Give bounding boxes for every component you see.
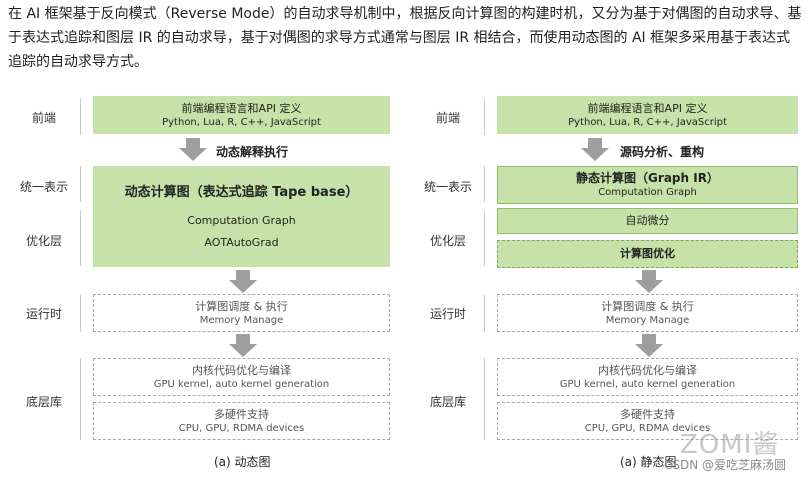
layer-label-unified: 统一表示 [423, 180, 472, 194]
right-frontend-sub: Python, Lua, R, C++, JavaScript [568, 116, 727, 128]
right-graph-opt-box: 计算图优化 [497, 240, 798, 268]
left-frontend-sub: Python, Lua, R, C++, JavaScript [162, 116, 321, 128]
right-graph-box: 静态计算图（Graph IR） Computation Graph [497, 166, 798, 204]
layer-label-optimize: 优化层 [25, 234, 62, 248]
right-kernel-box: 内核代码优化与编译 GPU kernel, auto kernel genera… [497, 358, 798, 396]
right-runtime-sub: Memory Manage [605, 314, 690, 326]
layer-label-unified: 统一表示 [19, 180, 68, 194]
left-kernel-sub: GPU kernel, auto kernel generation [153, 378, 330, 390]
left-graph-title: 动态计算图（表达式追踪 Tape base） [124, 184, 359, 200]
right-graph-opt-label: 计算图优化 [620, 247, 675, 260]
left-kernel-title: 内核代码优化与编译 [192, 363, 291, 377]
right-hw-sub: CPU, GPU, RDMA devices [584, 422, 711, 434]
right-hw-title: 多硬件支持 [620, 407, 675, 421]
right-autodiff-box: 自动微分 [497, 208, 798, 234]
left-kernel-box: 内核代码优化与编译 GPU kernel, auto kernel genera… [93, 358, 390, 396]
intro-paragraph: 在 AI 框架基于反向模式（Reverse Mode）的自动求导机制中，根据反向… [8, 6, 802, 70]
left-hw-sub: CPU, GPU, RDMA devices [178, 422, 305, 434]
left-graph-box: 动态计算图（表达式追踪 Tape base） Computation Graph… [93, 166, 390, 267]
layer-label-runtime: 运行时 [429, 307, 466, 321]
left-graph-line2: AOTAutoGrad [204, 235, 279, 249]
watermark-logo: ZOMI酱 [680, 430, 780, 460]
right-frontend-box: 前端编程语言和API 定义 Python, Lua, R, C++, JavaS… [497, 96, 798, 134]
right-hw-box: 多硬件支持 CPU, GPU, RDMA devices [497, 402, 798, 440]
left-hw-title: 多硬件支持 [214, 407, 269, 421]
right-frontend-title: 前端编程语言和API 定义 [587, 101, 708, 115]
down-arrow-icon [581, 138, 609, 161]
right-runtime-box: 计算图调度 & 执行 Memory Manage [497, 294, 798, 332]
down-arrow-icon [229, 270, 257, 293]
left-caption: (a) 动态图 [214, 455, 271, 469]
right-kernel-title: 内核代码优化与编译 [598, 363, 697, 377]
left-arrow-label: 动态解释执行 [216, 145, 289, 159]
layer-label-runtime: 运行时 [25, 307, 62, 321]
down-arrow-icon [229, 334, 257, 357]
down-arrow-icon [635, 270, 663, 293]
down-arrow-icon [179, 138, 207, 161]
left-graph-line1: Computation Graph [187, 213, 296, 227]
watermark-credit: CSDN @爱吃芝麻汤圆 [664, 458, 787, 472]
left-runtime-sub: Memory Manage [199, 314, 284, 326]
left-runtime-box: 计算图调度 & 执行 Memory Manage [93, 294, 390, 332]
right-kernel-sub: GPU kernel, auto kernel generation [559, 378, 736, 390]
right-autodiff-label: 自动微分 [625, 214, 670, 227]
layer-label-lowlevel: 底层库 [429, 395, 466, 409]
right-graph-title: 静态计算图（Graph IR） [576, 171, 719, 185]
right-runtime-title: 计算图调度 & 执行 [601, 299, 694, 313]
layer-label-frontend: 前端 [435, 111, 460, 125]
right-graph-sub: Computation Graph [598, 187, 697, 198]
layer-label-optimize: 优化层 [429, 234, 466, 248]
layer-label-frontend: 前端 [31, 111, 56, 125]
left-frontend-title: 前端编程语言和API 定义 [181, 101, 302, 115]
left-frontend-box: 前端编程语言和API 定义 Python, Lua, R, C++, JavaS… [93, 96, 390, 134]
layer-label-lowlevel: 底层库 [25, 395, 62, 409]
left-runtime-title: 计算图调度 & 执行 [195, 299, 288, 313]
right-arrow-label: 源码分析、重构 [620, 145, 705, 159]
right-caption: (a) 静态图 [620, 455, 677, 469]
down-arrow-icon [635, 334, 663, 357]
left-hw-box: 多硬件支持 CPU, GPU, RDMA devices [93, 402, 390, 440]
